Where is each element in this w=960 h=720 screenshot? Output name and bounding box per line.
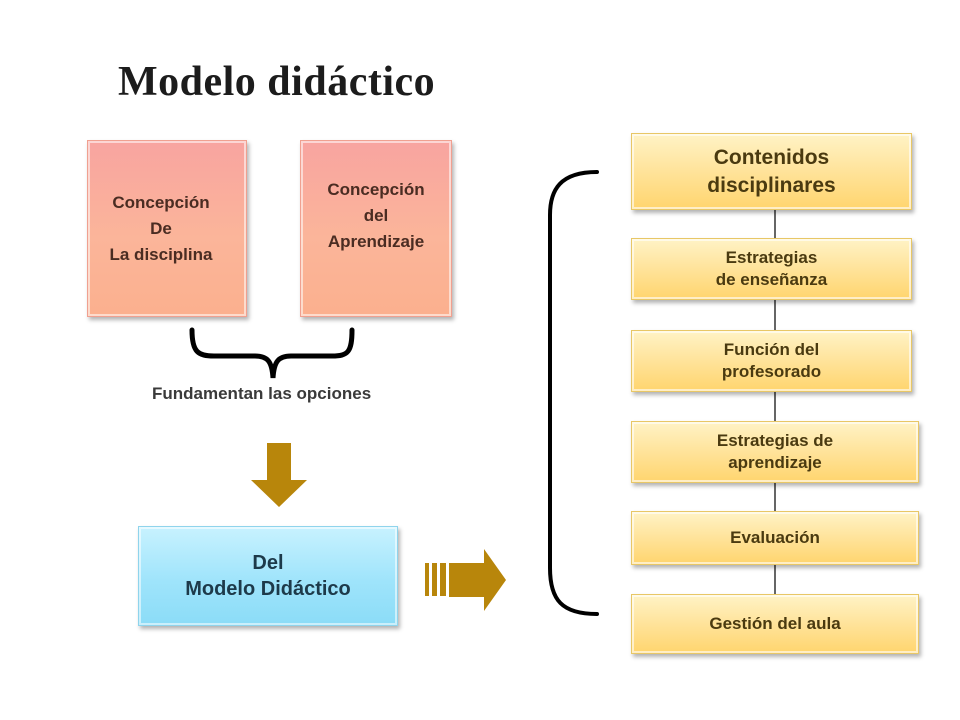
item-label: Contenidos disciplinares bbox=[707, 145, 836, 197]
item-contenidos-disciplinares: Contenidos disciplinares bbox=[631, 133, 912, 210]
item-label: Estrategias de enseñanza bbox=[715, 248, 828, 289]
modelo-didactico-box: Del Modelo Didáctico bbox=[138, 526, 398, 626]
item-funcion-profesorado: Función del profesorado bbox=[631, 330, 912, 392]
brace-label: Fundamentan las opciones bbox=[152, 384, 372, 403]
right-arrow bbox=[425, 549, 506, 611]
right-column-bracket bbox=[548, 170, 599, 616]
item-label: Estrategias de aprendizaje bbox=[716, 431, 834, 472]
item-label: Gestión del aula bbox=[709, 614, 841, 633]
concepcion-disciplina-box: Concepción De La disciplina bbox=[87, 140, 247, 317]
slide-title: Modelo didáctico bbox=[118, 59, 436, 105]
concepcion-aprendizaje-box: Concepción del Aprendizaje bbox=[300, 140, 452, 317]
modelo-didactico-label: Del Modelo Didáctico bbox=[185, 552, 351, 600]
item-label: Función del profesorado bbox=[721, 340, 822, 381]
item-evaluacion: Evaluación bbox=[631, 511, 919, 565]
concepcion-disciplina-label: Concepción De La disciplina bbox=[109, 192, 213, 264]
item-gestion-aula: Gestión del aula bbox=[631, 594, 919, 654]
item-estrategias-aprendizaje: Estrategias de aprendizaje bbox=[631, 421, 919, 483]
item-label: Evaluación bbox=[730, 528, 820, 547]
down-arrow bbox=[251, 443, 307, 507]
item-estrategias-ensenanza: Estrategias de enseñanza bbox=[631, 238, 912, 300]
concepcion-aprendizaje-label: Concepción del Aprendizaje bbox=[327, 180, 425, 251]
bottom-brace bbox=[189, 327, 355, 379]
